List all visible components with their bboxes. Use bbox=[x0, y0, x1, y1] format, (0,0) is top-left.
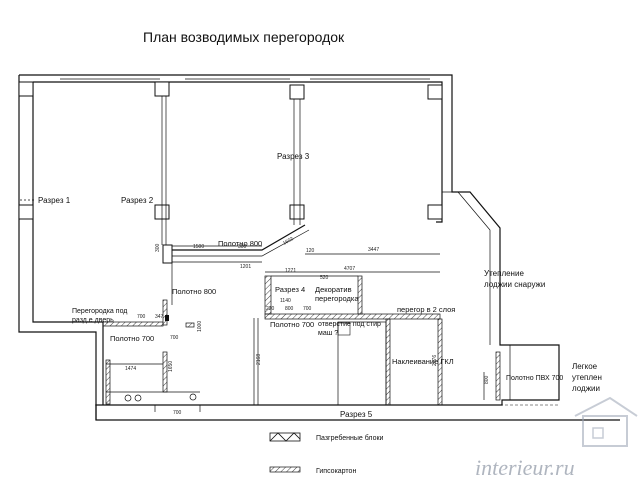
interior-partitions bbox=[20, 96, 560, 412]
dim-3447: 3447 bbox=[368, 247, 379, 253]
label-section1: Разрез 1 bbox=[38, 196, 71, 205]
dim-800: 800 bbox=[285, 306, 294, 312]
dim-2076: 2076 bbox=[432, 355, 438, 366]
dim-700b: 700 bbox=[137, 314, 146, 320]
label-sheet800-a: Полотно 800 bbox=[218, 239, 262, 248]
label-decor-1: Декоратив bbox=[315, 285, 352, 294]
label-section3: Разрез 3 bbox=[277, 152, 310, 161]
label-gkl: Наклеивание ГКЛ bbox=[392, 357, 454, 366]
dim-4707: 4707 bbox=[344, 266, 355, 272]
dim-700c: 700 bbox=[170, 335, 179, 341]
dim-2168: 2168 bbox=[256, 354, 262, 365]
label-sheet700-a: Полотно 700 bbox=[110, 334, 154, 343]
label-partition-2layer: перегор в 2 слоя bbox=[397, 305, 455, 314]
dim-1201: 1201 bbox=[240, 264, 251, 270]
watermark-text: interieur.ru bbox=[475, 455, 575, 480]
plan-title: План возводимых перегородок bbox=[143, 29, 345, 45]
legend: Пазгребенные блоки Гипсокартон bbox=[269, 432, 384, 475]
label-door-partition-2: разд.е дверь bbox=[72, 317, 114, 324]
label-light-1: Легкое bbox=[572, 362, 598, 371]
dim-220: 220 bbox=[266, 306, 275, 312]
dim-520: 520 bbox=[320, 275, 329, 281]
label-insulation-2: лоджии снаружи bbox=[484, 280, 545, 289]
label-decor-2: перегородка bbox=[315, 294, 359, 303]
columns bbox=[18, 81, 443, 264]
dim-700d: 700 bbox=[173, 410, 182, 416]
legend-drywall-swatch bbox=[269, 466, 301, 473]
label-opening-1: отверстие под стир bbox=[318, 321, 381, 328]
label-section2: Разрез 2 bbox=[121, 196, 154, 205]
dim-300: 300 bbox=[238, 244, 247, 250]
label-section5: Разрез 5 bbox=[340, 410, 373, 419]
dim-700a: 700 bbox=[303, 306, 312, 312]
label-opening-2: маш ? bbox=[318, 330, 338, 337]
label-insulation-1: Утепление bbox=[484, 269, 524, 278]
legend-blocks-swatch bbox=[269, 432, 301, 442]
legend-drywall-label: Гипсокартон bbox=[316, 468, 356, 475]
label-pvc: Полотно ПВХ 700 bbox=[506, 375, 563, 382]
watermark-logo: interieur.ru bbox=[475, 396, 638, 480]
dim-1140: 1140 bbox=[280, 298, 291, 304]
dim-1602: 1602 bbox=[282, 236, 295, 247]
legend-blocks-label: Пазгребенные блоки bbox=[316, 434, 384, 442]
fixtures bbox=[124, 322, 351, 402]
dim-1000: 1000 bbox=[197, 321, 203, 332]
dim-347: 347 bbox=[155, 314, 164, 320]
label-section4: Разрез 4 bbox=[275, 285, 305, 294]
label-sheet700-b: Полотно 700 bbox=[270, 320, 314, 329]
label-light-3: лоджии bbox=[572, 384, 600, 393]
dim-120: 120 bbox=[306, 248, 315, 254]
dim-800b: 800 bbox=[484, 375, 490, 384]
dim-1271: 1271 bbox=[285, 268, 296, 274]
label-sheet800-b: Полотно 800 bbox=[172, 287, 216, 296]
dim-1500: 1500 bbox=[193, 244, 204, 250]
dimension-labels: 1500 300 1201 1602 120 3447 1271 4707 52… bbox=[125, 236, 490, 416]
label-light-2: утеплен bbox=[572, 373, 602, 382]
dim-1650: 1650 bbox=[168, 361, 174, 372]
room-labels: Разрез 1 Разрез 2 Разрез 3 Разрез 4 Разр… bbox=[38, 152, 602, 419]
label-door-partition-1: Перегородка под bbox=[72, 308, 127, 315]
dim-300b: 300 bbox=[155, 243, 161, 252]
dim-1474: 1474 bbox=[125, 366, 136, 372]
